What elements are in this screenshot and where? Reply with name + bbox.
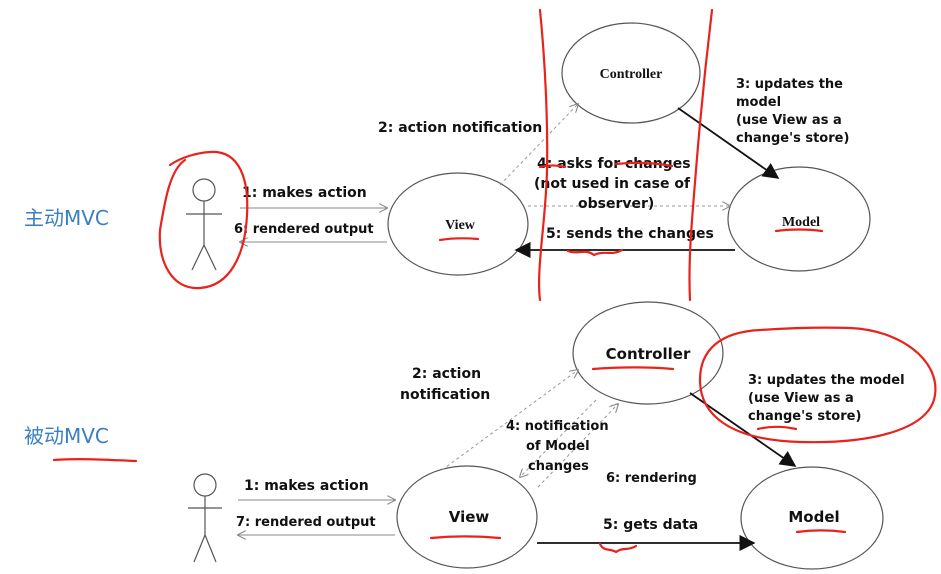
bottom-view-label: View (449, 508, 490, 526)
top-asks-changes-label: 4: asks for changes (not used in case of… (534, 156, 691, 212)
bottom-diagram: 被动MVC Controller View Model (24, 301, 937, 570)
svg-text:change's store): change's store) (748, 409, 861, 424)
top-red-annotations (158, 8, 824, 302)
svg-text:observer): observer) (578, 196, 654, 212)
svg-text:(use View as a: (use View as a (748, 391, 854, 406)
bottom-rendered-output-label: 7: rendered output (236, 515, 376, 530)
top-rendered-output-label: 6: rendered output (234, 222, 374, 237)
bottom-gets-data-label: 5: gets data (603, 517, 698, 533)
bottom-side-label: 被动MVC (24, 424, 109, 448)
bottom-controller-label: Controller (606, 345, 691, 363)
svg-text:change's store): change's store) (736, 131, 849, 146)
bottom-notification-changes-label: 4: notification of Model changes (506, 419, 609, 474)
bottom-makes-action-label: 1: makes action (244, 478, 369, 494)
top-action-notification-label: 2: action notification (378, 120, 542, 136)
bottom-actor-icon (188, 473, 222, 563)
bottom-action-notification-label: 2: action notification (400, 366, 490, 403)
bottom-notification-changes-arrow (520, 399, 597, 477)
top-updates-model-arrow (677, 107, 780, 179)
svg-text:notification: notification (400, 387, 490, 403)
svg-text:(use View as a: (use View as a (736, 113, 842, 128)
top-sends-changes-label: 5: sends the changes (546, 226, 714, 242)
top-view-node: View (387, 172, 529, 276)
top-side-label: 主动MVC (24, 206, 109, 230)
top-controller-node: Controller (561, 22, 701, 124)
bottom-rendering-arrow (537, 404, 618, 488)
top-model-node: Model (727, 166, 871, 272)
top-diagram: 主动MVC Controller View Model (24, 8, 871, 302)
bottom-model-node: Model (740, 466, 884, 570)
svg-text:model: model (736, 95, 781, 110)
bottom-rendering-label: 6: rendering (606, 471, 697, 486)
svg-text:of Model: of Model (526, 439, 590, 454)
top-action-notification-arrow (499, 104, 578, 186)
svg-text:3: updates the model: 3: updates the model (748, 373, 905, 388)
bottom-red-annotations (52, 326, 937, 554)
bottom-action-notification-arrow (441, 370, 578, 471)
svg-text:(not used in case of: (not used in case of (534, 176, 691, 192)
svg-text:3: updates the: 3: updates the (736, 77, 843, 92)
bottom-view-node: View (396, 465, 538, 569)
bottom-updates-model-label: 3: updates the model (use View as a chan… (748, 373, 905, 424)
svg-text:4: notification: 4: notification (506, 419, 609, 434)
top-view-label: View (445, 218, 476, 233)
top-updates-model-label: 3: updates the model (use View as a chan… (736, 77, 849, 146)
top-model-label: Model (782, 215, 820, 230)
bottom-controller-node: Controller (572, 301, 724, 405)
svg-text:4: asks for changes: 4: asks for changes (537, 156, 691, 172)
svg-text:2: action: 2: action (412, 366, 481, 382)
top-makes-action-label: 1: makes action (242, 185, 367, 201)
top-controller-label: Controller (600, 67, 663, 82)
top-actor-icon (186, 178, 222, 271)
svg-text:changes: changes (528, 459, 589, 474)
bottom-model-label: Model (788, 508, 839, 526)
